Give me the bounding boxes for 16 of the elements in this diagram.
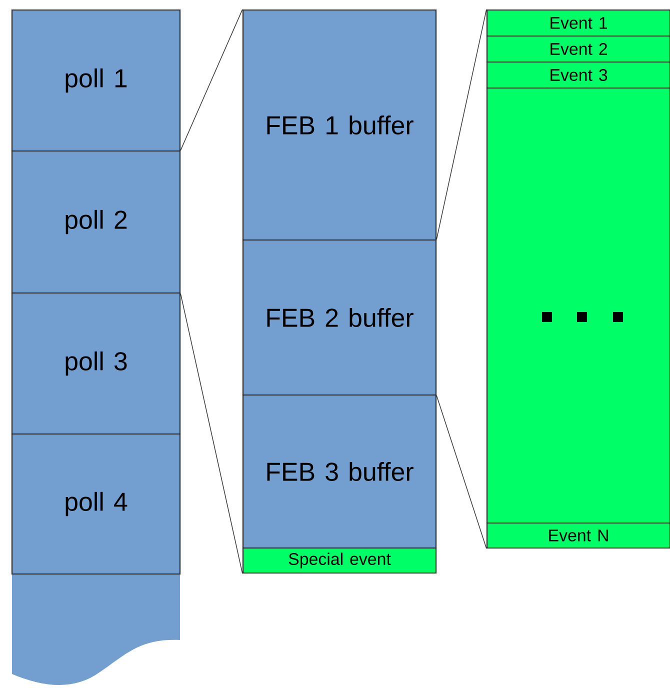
leader-line: [180, 293, 243, 574]
buffer-box: FEB 1 buffer: [242, 9, 437, 241]
leader-line: [436, 395, 487, 549]
leader-line: [180, 9, 243, 151]
event-box: Event 2: [486, 35, 670, 63]
poll-box: poll 3: [11, 292, 181, 435]
event-box: Special event: [242, 547, 437, 574]
buffer-box: FEB 3 buffer: [242, 394, 437, 549]
event-box: Event 3: [486, 61, 670, 89]
event-box: Event N: [486, 522, 670, 549]
buffer-box: FEB 2 buffer: [242, 239, 437, 396]
leader-line: [436, 9, 487, 240]
event-box: Event 1: [486, 9, 670, 37]
poll-box: poll 2: [11, 150, 181, 294]
poll-box: poll 4: [11, 433, 181, 575]
poll-box: poll 1: [11, 9, 181, 152]
